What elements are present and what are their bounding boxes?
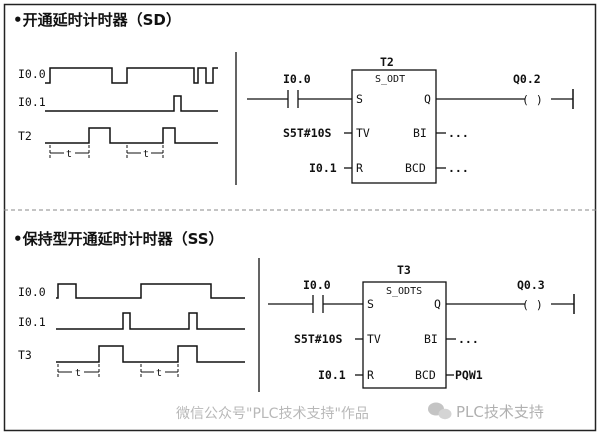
section-title: •开通延时计时器（SD） [13, 11, 181, 29]
pin-q: Q [424, 92, 431, 106]
watermark: 微信公众号"PLC技术支持"作品 PLC技术支持 [176, 402, 544, 422]
preset-value: S5T#10S [283, 126, 332, 140]
timer-type: S_ODT [375, 74, 405, 85]
watermark-brand: PLC技术支持 [456, 403, 544, 421]
pin-bcd: BCD [405, 161, 426, 175]
timer-block [362, 281, 447, 389]
interval-label: t [75, 368, 81, 379]
preset-value: S5T#10S [294, 332, 343, 346]
interval-label: t [143, 149, 149, 160]
waveform-i00 [56, 283, 245, 299]
reset-contact: I0.1 [309, 161, 337, 175]
outer-frame [3, 3, 597, 432]
coil-symbol: ( ) [522, 298, 543, 312]
interval-label: t [156, 368, 162, 379]
signal-label-i01: I0.1 [18, 315, 46, 329]
interval-marker [57, 364, 179, 377]
pin-tv: TV [356, 126, 370, 140]
reset-contact: I0.1 [318, 368, 346, 382]
coil-label: Q0.2 [513, 72, 541, 86]
section-ss: •保持型开通延时计时器（SS） I0.0 I0.1 T3 t t I0.0 T3… [13, 230, 575, 392]
bi-output: ... [448, 126, 469, 140]
signal-label-i01: I0.1 [18, 95, 46, 109]
waveform-i01 [45, 95, 218, 112]
pin-q: Q [434, 297, 441, 311]
pin-s: S [356, 92, 363, 106]
pin-bi: BI [413, 126, 427, 140]
signal-label-t3: T3 [18, 348, 32, 362]
signal-label-t2: T2 [18, 129, 32, 143]
contact-label: I0.0 [283, 72, 311, 86]
waveform-t2 [45, 127, 218, 144]
pin-tv: TV [367, 332, 381, 346]
contact-symbol [312, 295, 324, 313]
bcd-output: PQW1 [455, 368, 483, 382]
coil-label: Q0.3 [517, 278, 545, 292]
contact-label: I0.0 [303, 278, 331, 292]
timer-block [351, 69, 437, 184]
section-title: •保持型开通延时计时器（SS） [13, 230, 224, 248]
pin-bi: BI [424, 332, 438, 346]
timer-name: T3 [397, 263, 411, 277]
timer-type: S_ODTS [386, 286, 422, 297]
bcd-output: ... [448, 161, 469, 175]
waveform-i01 [56, 312, 245, 330]
pin-bcd: BCD [415, 368, 436, 382]
interval-marker [49, 145, 164, 158]
signal-label-i00: I0.0 [18, 67, 46, 81]
bi-output: ... [458, 332, 479, 346]
interval-label: t [66, 149, 72, 160]
section-sd: •开通延时计时器（SD） I0.0 I0.1 T2 t t I0.0 [13, 11, 574, 185]
waveform-i00 [45, 67, 218, 84]
contact-symbol [287, 90, 299, 108]
timer-name: T2 [380, 55, 394, 69]
wechat-icon [428, 402, 452, 420]
watermark-text: 微信公众号"PLC技术支持"作品 [176, 406, 369, 422]
signal-label-i00: I0.0 [18, 285, 46, 299]
coil-symbol: ( ) [522, 93, 543, 107]
pin-s: S [367, 297, 374, 311]
waveform-t3 [56, 345, 245, 363]
pin-r: R [367, 368, 374, 382]
pin-r: R [356, 161, 363, 175]
